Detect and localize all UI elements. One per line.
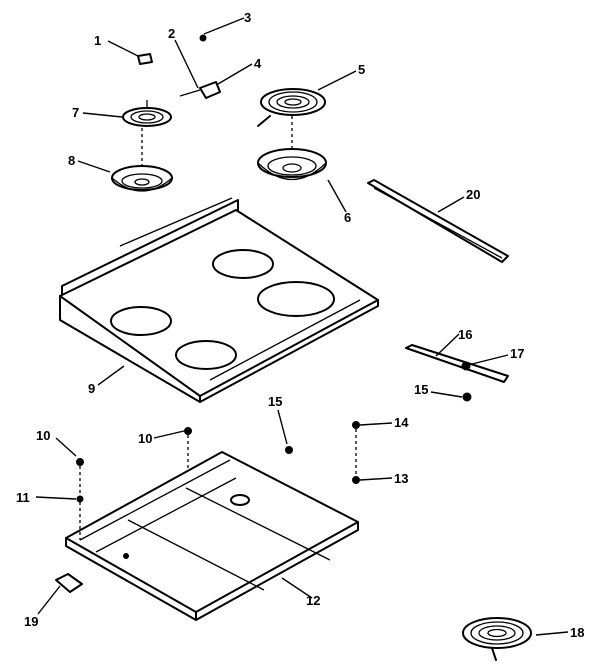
callout-6: 6 (344, 210, 351, 225)
callout-3: 3 (244, 10, 251, 25)
part-4-terminal-block (179, 81, 221, 99)
callout-5: 5 (358, 62, 365, 77)
part-10-screw-center (184, 427, 192, 435)
callout-16: 16 (458, 327, 472, 342)
part-5-large-element (257, 88, 326, 127)
callout-10-center: 10 (138, 431, 152, 446)
callout-11: 11 (16, 490, 30, 505)
leader-lines (35, 17, 569, 636)
callout-15-panel: 15 (268, 394, 282, 409)
part-14-screw (352, 421, 360, 429)
part-1-cap (137, 53, 153, 65)
callout-9: 9 (88, 381, 95, 396)
callout-19: 19 (24, 614, 38, 629)
callout-15-bracket: 15 (414, 382, 428, 397)
part-10-screw-left (76, 458, 84, 466)
callout-10-left: 10 (36, 428, 50, 443)
callout-4: 4 (254, 56, 262, 71)
part-8-small-drip-bowl (111, 165, 173, 192)
part-15-screw-panel (285, 446, 293, 454)
part-7-small-element (122, 100, 172, 127)
callout-17: 17 (510, 346, 524, 361)
callout-20: 20 (466, 187, 480, 202)
part-16-bracket (405, 344, 509, 383)
part-19-block (55, 573, 83, 593)
part-6-large-drip-bowl (257, 148, 327, 181)
part-17-screw (461, 361, 471, 371)
part-12-bottom-panel (65, 451, 359, 621)
callout-8: 8 (68, 153, 75, 168)
part-9-cooktop (59, 197, 379, 403)
part-15-screw (462, 392, 472, 402)
part-20-trim-strip (367, 179, 509, 263)
callout-13: 13 (394, 471, 408, 486)
part-18-coil-element (462, 617, 532, 661)
callout-1: 1 (94, 33, 101, 48)
callout-2: 2 (168, 26, 175, 41)
callout-12: 12 (306, 593, 320, 608)
callout-7: 7 (72, 105, 79, 120)
callout-14: 14 (394, 415, 409, 430)
part-13-screw (352, 476, 360, 484)
callout-18: 18 (570, 625, 584, 640)
part-3-screw (199, 34, 207, 42)
callout-labels: 1 2 3 4 5 6 7 8 9 10 10 11 12 13 14 15 1… (16, 10, 584, 640)
